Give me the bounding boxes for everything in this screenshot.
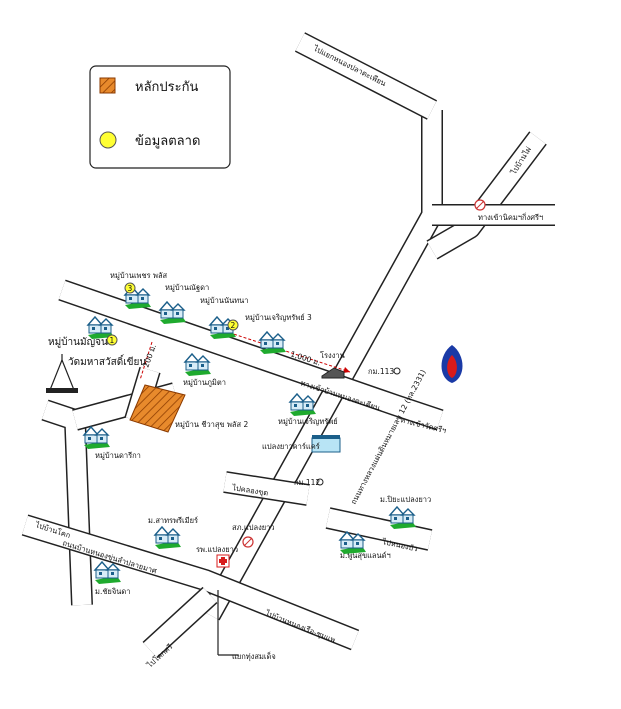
temple: วัดมหาสวัสดิ์เขียน <box>46 354 146 393</box>
police-station: สภ.แปลงยาว <box>232 523 275 548</box>
village-chiwasuk-label: หมู่บ้าน ชีวาสุข พลัส 2 <box>175 420 248 429</box>
village-pisut-label: ม.ปิยะแปลงยาว <box>380 495 431 504</box>
distance-line-200m <box>139 341 153 381</box>
gas-station: แปลงยาวคาร์แคร์ <box>262 435 341 453</box>
village-nattha-label: หมู่บ้านณัฐดา <box>165 283 209 292</box>
km113-bottom-label: กม.112 <box>294 478 320 487</box>
village-pathumwan-label: หมู่บ้านดารีกา <box>95 451 141 460</box>
village-phuttha: ม.พูนสุขแลนด์ฯ <box>339 531 391 560</box>
km113-bottom: กม.112 <box>294 478 324 487</box>
factory: โรงงาน <box>320 351 345 379</box>
village-pathumwan: หมู่บ้านดารีกา <box>83 426 141 460</box>
village-chaiya: ม.ชัยจินดา <box>94 561 130 596</box>
police-station-label: สภ.แปลงยาว <box>232 523 275 532</box>
village-pisut: ม.ปิยะแปลงยาว <box>380 495 431 530</box>
market-marker-1: 1 <box>106 334 118 346</box>
market-legend-swatch <box>99 131 117 149</box>
legend-collateral-label: หลักประกัน <box>135 80 198 95</box>
village-nattha: หมู่บ้านณัฐดา <box>159 283 209 325</box>
legend-market-label: ข้อมูลตลาด <box>135 134 200 149</box>
village-charoen-label: หมู่บ้านเจริญทรัพย์ <box>278 417 338 426</box>
collateral-plot <box>129 384 186 433</box>
village-charoen: หมู่บ้านเจริญทรัพย์ <box>278 393 338 426</box>
hospital: รพ.แปลงยาว <box>196 545 238 568</box>
village-nan-label: หมู่บ้านนันทนา <box>200 296 249 305</box>
factory-label: โรงงาน <box>320 351 345 360</box>
market-marker-3: 3 <box>124 282 136 294</box>
legend: หลักประกัน ข้อมูลตลาด <box>89 65 231 169</box>
landmark-icon-ne <box>474 199 486 211</box>
village-chaiya-label: ม.ชัยจินดา <box>95 587 130 596</box>
village-phetch-label: หมู่บ้านเพชร พลัส <box>110 271 168 280</box>
village-phumi-label: หมู่บ้านภูมิตา <box>183 378 226 387</box>
market-marker-3-label: 3 <box>128 284 133 293</box>
gas-station-label: แปลงยาวคาร์แคร์ <box>262 442 320 451</box>
village-phumi: หมู่บ้านภูมิตา <box>183 353 226 387</box>
km113-top-label: กม.113 <box>368 367 394 376</box>
village-main-label: หมู่บ้านมัญจนา <box>48 336 113 348</box>
village-sathan: ม.สาทรพรีเมียร์ <box>148 516 198 550</box>
village-charoen3-label: หมู่บ้านเจริญทรัพย์ 3 <box>245 313 312 322</box>
village-main: หมู่บ้านมัญจนา <box>48 316 115 348</box>
hospital-label: รพ.แปลงยาว <box>196 545 238 554</box>
collateral-legend-swatch <box>99 77 116 94</box>
km113-top: กม.113 <box>368 367 401 376</box>
flame-logo-icon <box>441 345 463 383</box>
village-chiwasuk: หมู่บ้าน ชีวาสุข พลัส 2 <box>175 420 248 429</box>
village-phetch: หมู่บ้านเพชร พลัส <box>110 271 168 310</box>
village-nan: หมู่บ้านนันทนา <box>200 296 249 340</box>
temple-label: วัดมหาสวัสดิ์เขียน <box>68 354 146 368</box>
market-marker-2: 2 <box>227 319 239 331</box>
road-label-bottom: แยกทุ่งสมเด็จ <box>232 651 276 661</box>
road-label-nam-phong: ทางเข้านิคมฯกิ่งศรีฯ <box>478 212 543 222</box>
market-marker-1-label: 1 <box>110 336 115 345</box>
village-charoen3: หมู่บ้านเจริญทรัพย์ 3 <box>245 313 312 355</box>
village-phuttha-label: ม.พูนสุขแลนด์ฯ <box>340 551 391 560</box>
village-sathan-label: ม.สาทรพรีเมียร์ <box>148 516 198 525</box>
market-marker-2-label: 2 <box>231 321 236 330</box>
